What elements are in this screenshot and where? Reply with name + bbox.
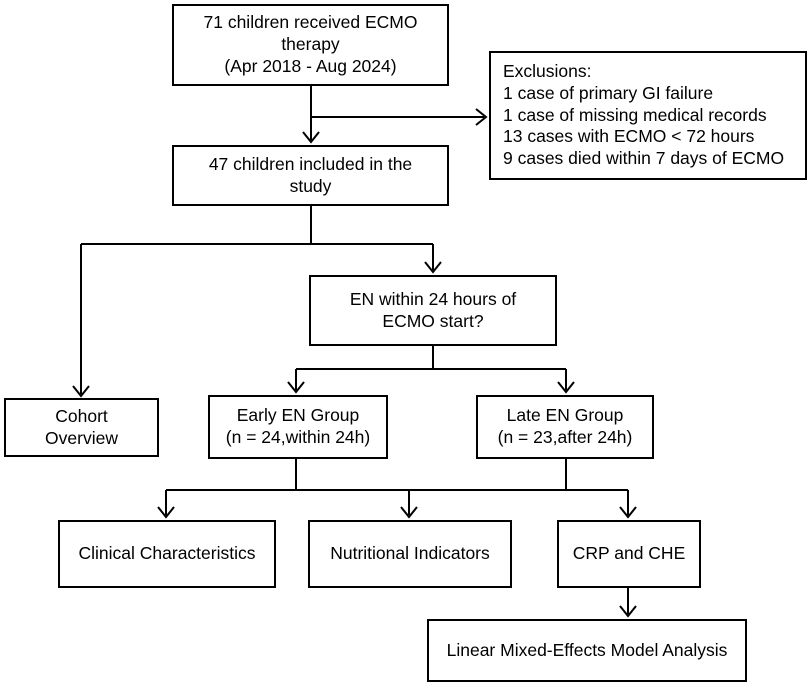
arrowhead-nutritional	[400, 506, 418, 519]
node-early-en-group: Early EN Group(n = 24,within 24h)	[208, 395, 388, 459]
arrowhead-lmm	[619, 605, 637, 618]
node-linear-mixed-effects: Linear Mixed-Effects Model Analysis	[427, 619, 747, 682]
received-line: 71 children received ECMO	[203, 12, 418, 33]
lmm-line: Linear Mixed-Effects Model Analysis	[446, 639, 728, 660]
received-line: (Apr 2018 - Aug 2024)	[224, 55, 397, 76]
arrowhead-cohort	[72, 385, 90, 398]
arrowhead-late	[557, 381, 575, 394]
exclusions-line: 1 case of primary GI failure	[503, 82, 714, 103]
en-question-line: EN within 24 hours of	[349, 288, 517, 309]
cohort-line: Cohort	[55, 405, 108, 426]
node-crp-che: CRP and CHE	[557, 520, 701, 588]
arrowhead-included	[302, 131, 320, 144]
clinical-line: Clinical Characteristics	[78, 543, 256, 564]
node-late-en-group: Late EN Group(n = 23,after 24h)	[476, 395, 654, 459]
early-group-line: (n = 24,within 24h)	[225, 427, 371, 447]
exclusions-line: 13 cases with ECMO < 72 hours	[503, 126, 755, 147]
arrowhead-exclusions	[475, 108, 488, 126]
included-line: study	[289, 175, 332, 196]
exclusions-line: 9 cases died within 7 days of ECMO	[503, 148, 785, 169]
received-line: therapy	[281, 34, 340, 55]
exclusions-line: 1 case of missing medical records	[503, 104, 767, 125]
arrowhead-question	[424, 261, 442, 274]
exclusions-line: Exclusions:	[503, 60, 592, 81]
en-question-line: ECMO start?	[382, 310, 484, 331]
arrowhead-clinical	[157, 506, 175, 519]
arrowhead-early	[287, 381, 305, 394]
late-group-line: Late EN Group	[506, 405, 624, 426]
crp-che-line: CRP and CHE	[572, 543, 686, 564]
arrowhead-crp	[619, 506, 637, 519]
early-group-line: Early EN Group	[236, 405, 360, 426]
node-nutritional-indicators: Nutritional Indicators	[308, 520, 512, 588]
included-line: 47 children included in the	[208, 153, 413, 174]
cohort-line: Overview	[45, 427, 118, 448]
late-group-line: (n = 23,after 24h)	[497, 427, 633, 447]
node-clinical-characteristics: Clinical Characteristics	[58, 520, 276, 588]
nutritional-line: Nutritional Indicators	[330, 543, 490, 564]
